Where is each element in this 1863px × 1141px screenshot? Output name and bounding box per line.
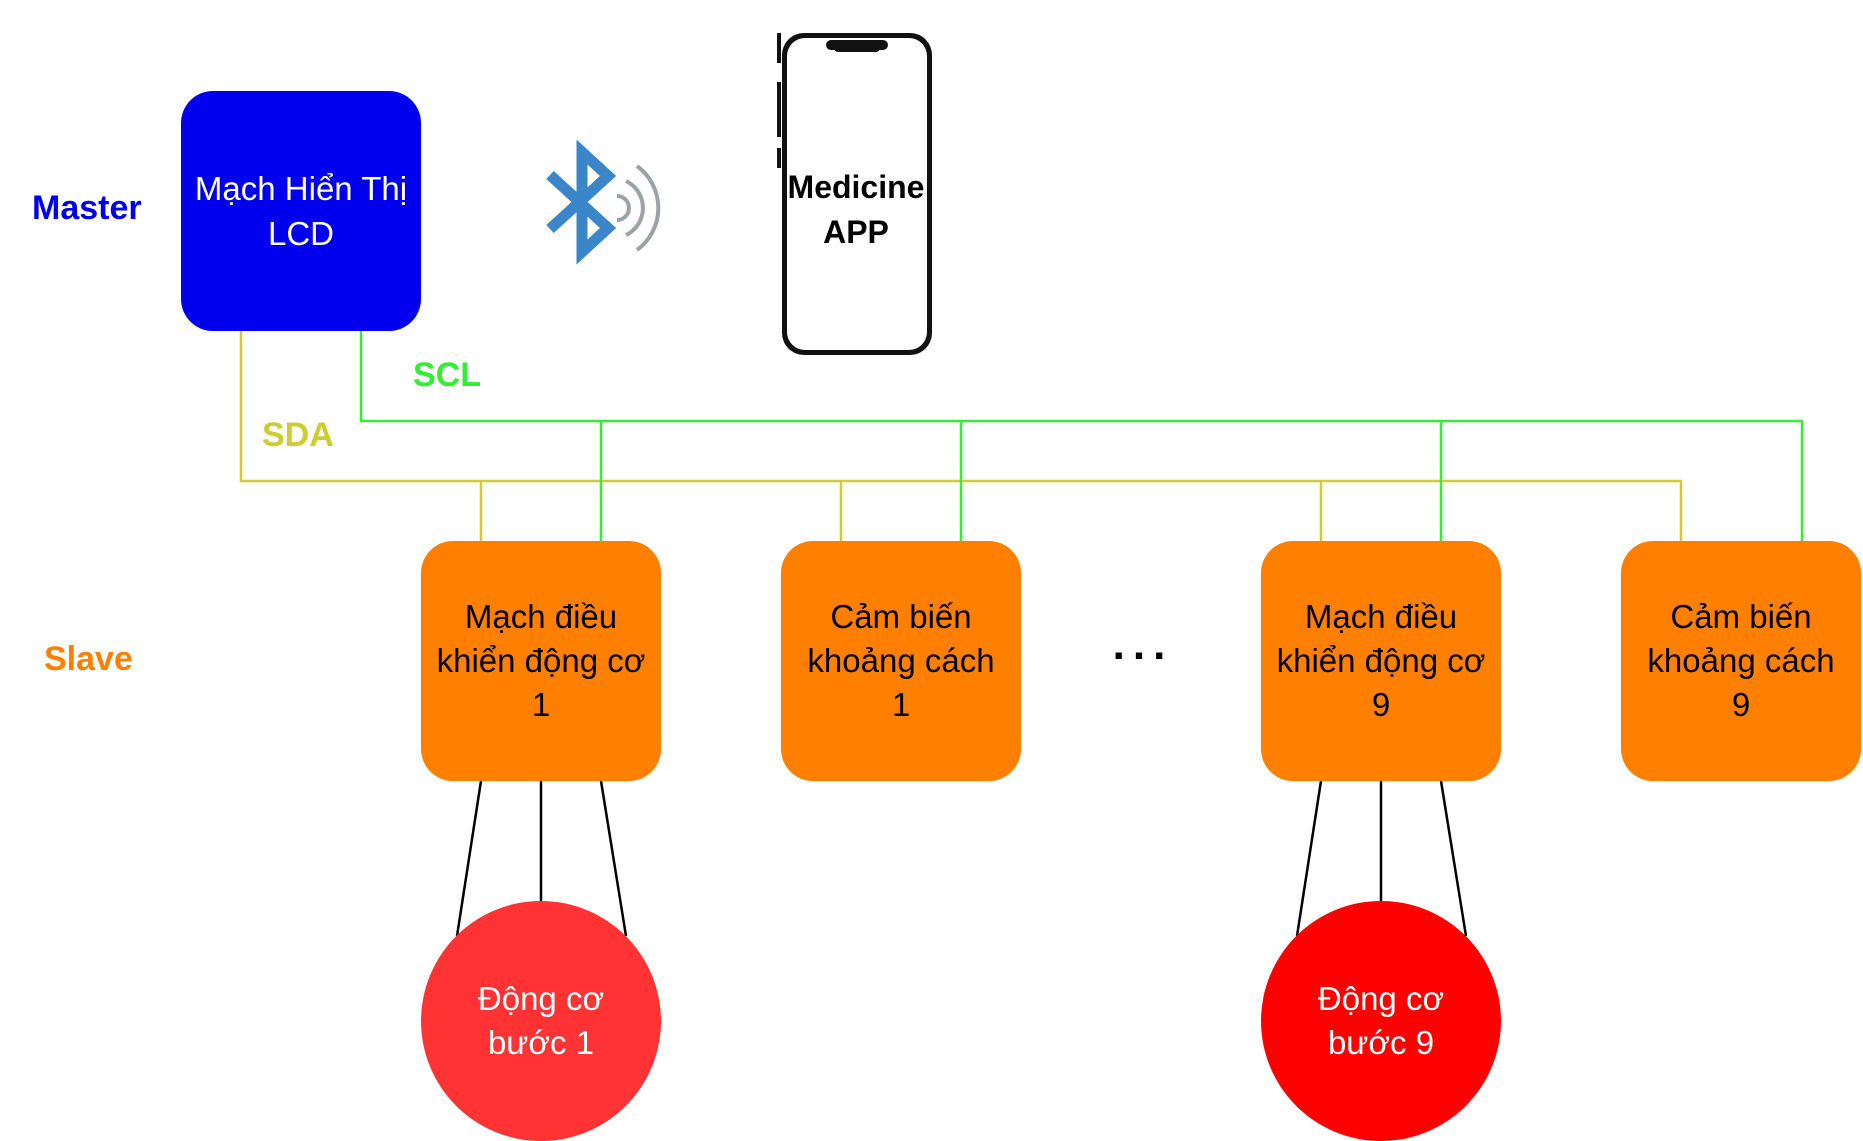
slave-distance-sensor-9-label: Cảm biến khoảng cách 9 [1647, 598, 1835, 723]
stepper-motor-9-label: Động cơ bước 9 [1317, 980, 1445, 1061]
slave-motor-driver-9-label: Mạch điều khiển động cơ 9 [1276, 598, 1486, 723]
stepper-motor-1: Động cơ bước 1 [421, 901, 661, 1141]
sda-trunk [239, 331, 1682, 483]
more-slaves-ellipsis: ... [1112, 620, 1174, 669]
slave-motor-driver-1: Mạch điều khiển động cơ 1 [421, 541, 661, 781]
motor-1-wire-a [455, 780, 483, 937]
master-lcd-node: Mạch Hiển Thị LCD [181, 91, 421, 331]
motor-1-wire-c [599, 780, 628, 937]
slave-distance-sensor-9: Cảm biến khoảng cách 9 [1621, 541, 1861, 781]
scl-trunk [359, 331, 1804, 541]
motor-wires [455, 780, 1468, 937]
slave-motor-driver-1-label: Mạch điều khiển động cơ 1 [436, 598, 646, 723]
slave-role-label: Slave [44, 640, 133, 678]
master-role-label: Master [32, 189, 142, 227]
stepper-motor-1-label: Động cơ bước 1 [477, 980, 605, 1061]
motor-9-wire-c [1439, 780, 1468, 937]
bluetooth-icon [546, 139, 661, 265]
medicine-app-label: Medicine APP [787, 169, 925, 250]
slave-distance-sensor-1: Cảm biến khoảng cách 1 [781, 541, 1021, 781]
scl-bus [359, 331, 1804, 541]
sda-bus-label: SDA [262, 416, 334, 454]
motor-9-wire-a [1295, 780, 1323, 937]
master-lcd-node-label: Mạch Hiển Thị LCD [194, 170, 408, 252]
stepper-motor-9: Động cơ bước 9 [1261, 901, 1501, 1141]
smartphone-icon [777, 33, 932, 355]
slave-motor-driver-9: Mạch điều khiển động cơ 9 [1261, 541, 1501, 781]
slave-distance-sensor-1-label: Cảm biến khoảng cách 1 [807, 598, 995, 723]
scl-bus-label: SCL [413, 356, 481, 394]
sda-bus [239, 331, 1683, 541]
